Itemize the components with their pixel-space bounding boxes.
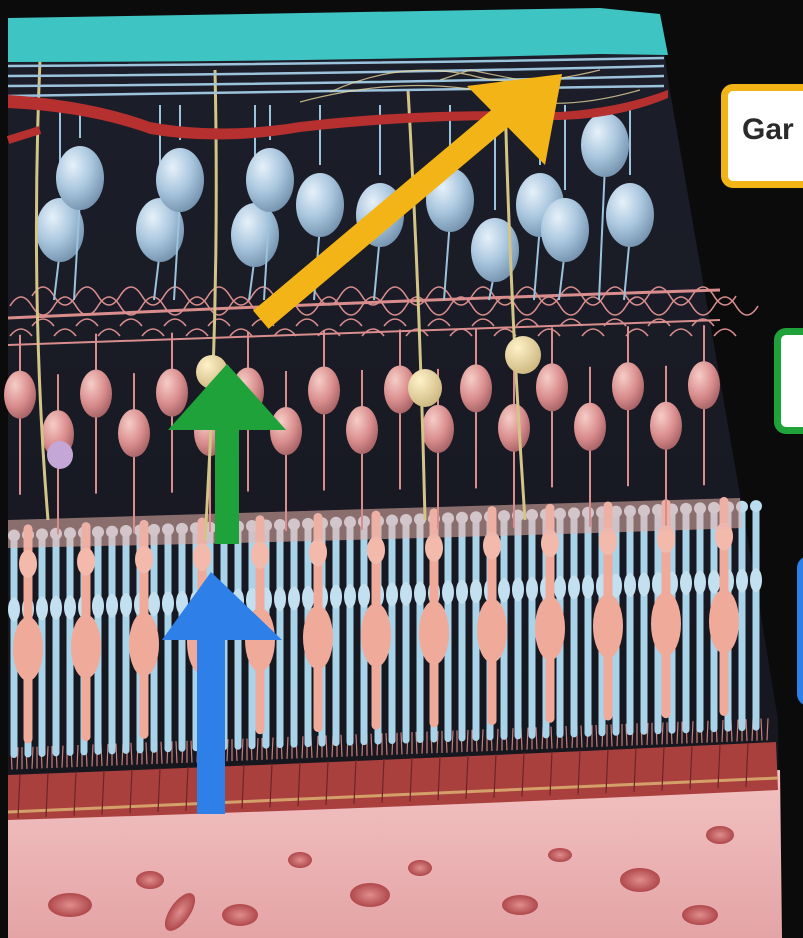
ganglion-cell xyxy=(156,148,204,212)
bipolar-cell-label-text xyxy=(781,335,803,359)
ganglion-cell xyxy=(296,173,344,237)
bipolar-cell xyxy=(612,362,644,410)
bipolar-cell xyxy=(650,402,682,450)
bipolar-cell xyxy=(460,364,492,412)
ganglion-cell xyxy=(231,203,279,267)
bipolar-cell xyxy=(80,370,112,418)
ganglion-cell xyxy=(581,113,629,177)
ganglion-cell xyxy=(246,148,294,212)
bipolar-cell xyxy=(308,367,340,415)
bipolar-cell xyxy=(4,371,36,419)
bipolar-cell xyxy=(688,361,720,409)
bipolar-cell xyxy=(574,403,606,451)
ganglion-cell xyxy=(56,146,104,210)
ganglion-cell xyxy=(541,198,589,262)
ganglion-cell xyxy=(606,183,654,247)
ganglion-cell-label-text: Gar xyxy=(728,91,803,147)
bipolar-cell xyxy=(536,363,568,411)
bipolar-cell xyxy=(156,369,188,417)
ganglion-cell-label: Gar xyxy=(721,84,803,188)
bipolar-cell xyxy=(346,406,378,454)
bipolar-cell xyxy=(422,405,454,453)
bipolar-cell xyxy=(270,407,302,455)
photoreceptor-label xyxy=(797,556,803,706)
bipolar-cell xyxy=(118,409,150,457)
bipolar-cell xyxy=(498,404,530,452)
bipolar-cell-label xyxy=(774,328,803,434)
